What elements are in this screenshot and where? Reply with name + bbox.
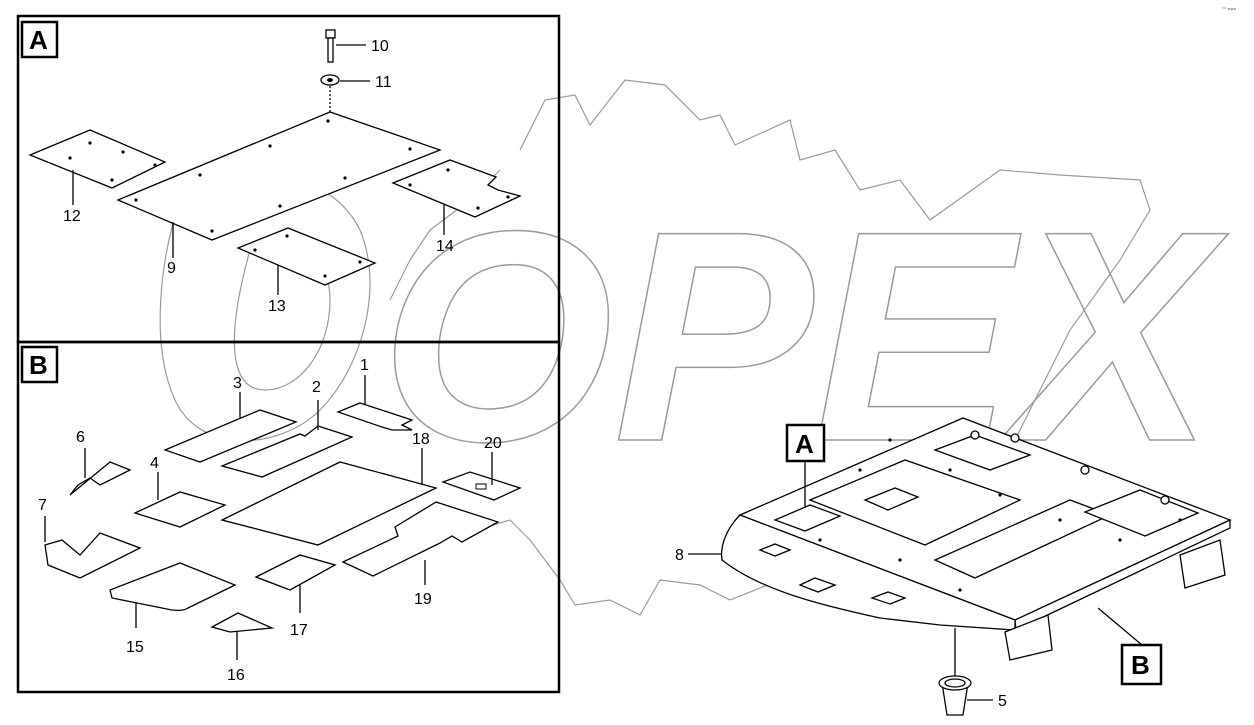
assembly-left-contour (720, 514, 1016, 631)
callout-19: 19 (414, 591, 432, 608)
bucket-part-5 (938, 675, 972, 716)
plate-part-20 (441, 471, 522, 501)
panel-a-badge-box (20, 20, 59, 59)
panel-b-badge-box (20, 345, 59, 384)
callout-7: 7 (38, 497, 47, 514)
assembly-foot-right (1179, 539, 1226, 589)
callout-15: 15 (126, 639, 144, 656)
plate-part-6 (69, 461, 132, 496)
plate-part-14 (391, 159, 522, 218)
callout-14: 14 (436, 238, 454, 255)
panel-b: B 1 3 2 6 4 18 20 7 (16, 340, 561, 694)
callout-20: 20 (484, 435, 502, 452)
floor-assembly: 5 8 A B (675, 417, 1232, 716)
assembly-badge-a: A (795, 429, 814, 459)
plate-part-1 (336, 402, 414, 431)
plate-part-18 (220, 461, 438, 546)
bolt-part-10 (325, 29, 336, 63)
panel-a-badge: A (29, 25, 48, 55)
callout-9: 9 (167, 260, 176, 277)
plate-part-15 (109, 562, 237, 612)
callout-5: 5 (998, 693, 1007, 710)
plate-part-7 (44, 532, 142, 579)
callout-6: 6 (76, 429, 85, 446)
callout-12: 12 (63, 208, 81, 225)
callout-1: 1 (360, 357, 369, 374)
panel-b-frame (16, 340, 561, 694)
callout-10: 10 (371, 38, 389, 55)
plate-part-3 (163, 409, 298, 463)
assembly-badge-b: B (1131, 650, 1150, 680)
callout-16: 16 (227, 667, 245, 684)
panel-a: A 10 11 12 9 (16, 14, 561, 344)
plate-part-12 (28, 129, 167, 189)
callout-18: 18 (412, 431, 430, 448)
assembly-badge-a-box (785, 423, 826, 463)
plate-part-13 (236, 227, 377, 286)
callout-2: 2 (312, 379, 321, 396)
panel-b-badge: B (29, 350, 48, 380)
plate-part-9 (116, 111, 442, 241)
washer-part-11 (320, 74, 340, 86)
plate-part-19 (341, 501, 500, 577)
plate-part-16 (210, 612, 275, 633)
callout-3: 3 (233, 375, 242, 392)
assembly-deck-plate-a (808, 459, 1022, 546)
assembly-front-rail (1014, 518, 1231, 631)
plate-part-4 (133, 491, 227, 528)
callout-4: 4 (150, 455, 159, 472)
callout-8: 8 (675, 547, 684, 564)
corner-mark: °° === (1222, 7, 1236, 13)
callout-17: 17 (290, 622, 308, 639)
plate-part-17 (254, 554, 337, 591)
assembly-foot-front (1004, 614, 1053, 661)
callout-11: 11 (375, 74, 392, 91)
callout-13: 13 (268, 298, 286, 315)
